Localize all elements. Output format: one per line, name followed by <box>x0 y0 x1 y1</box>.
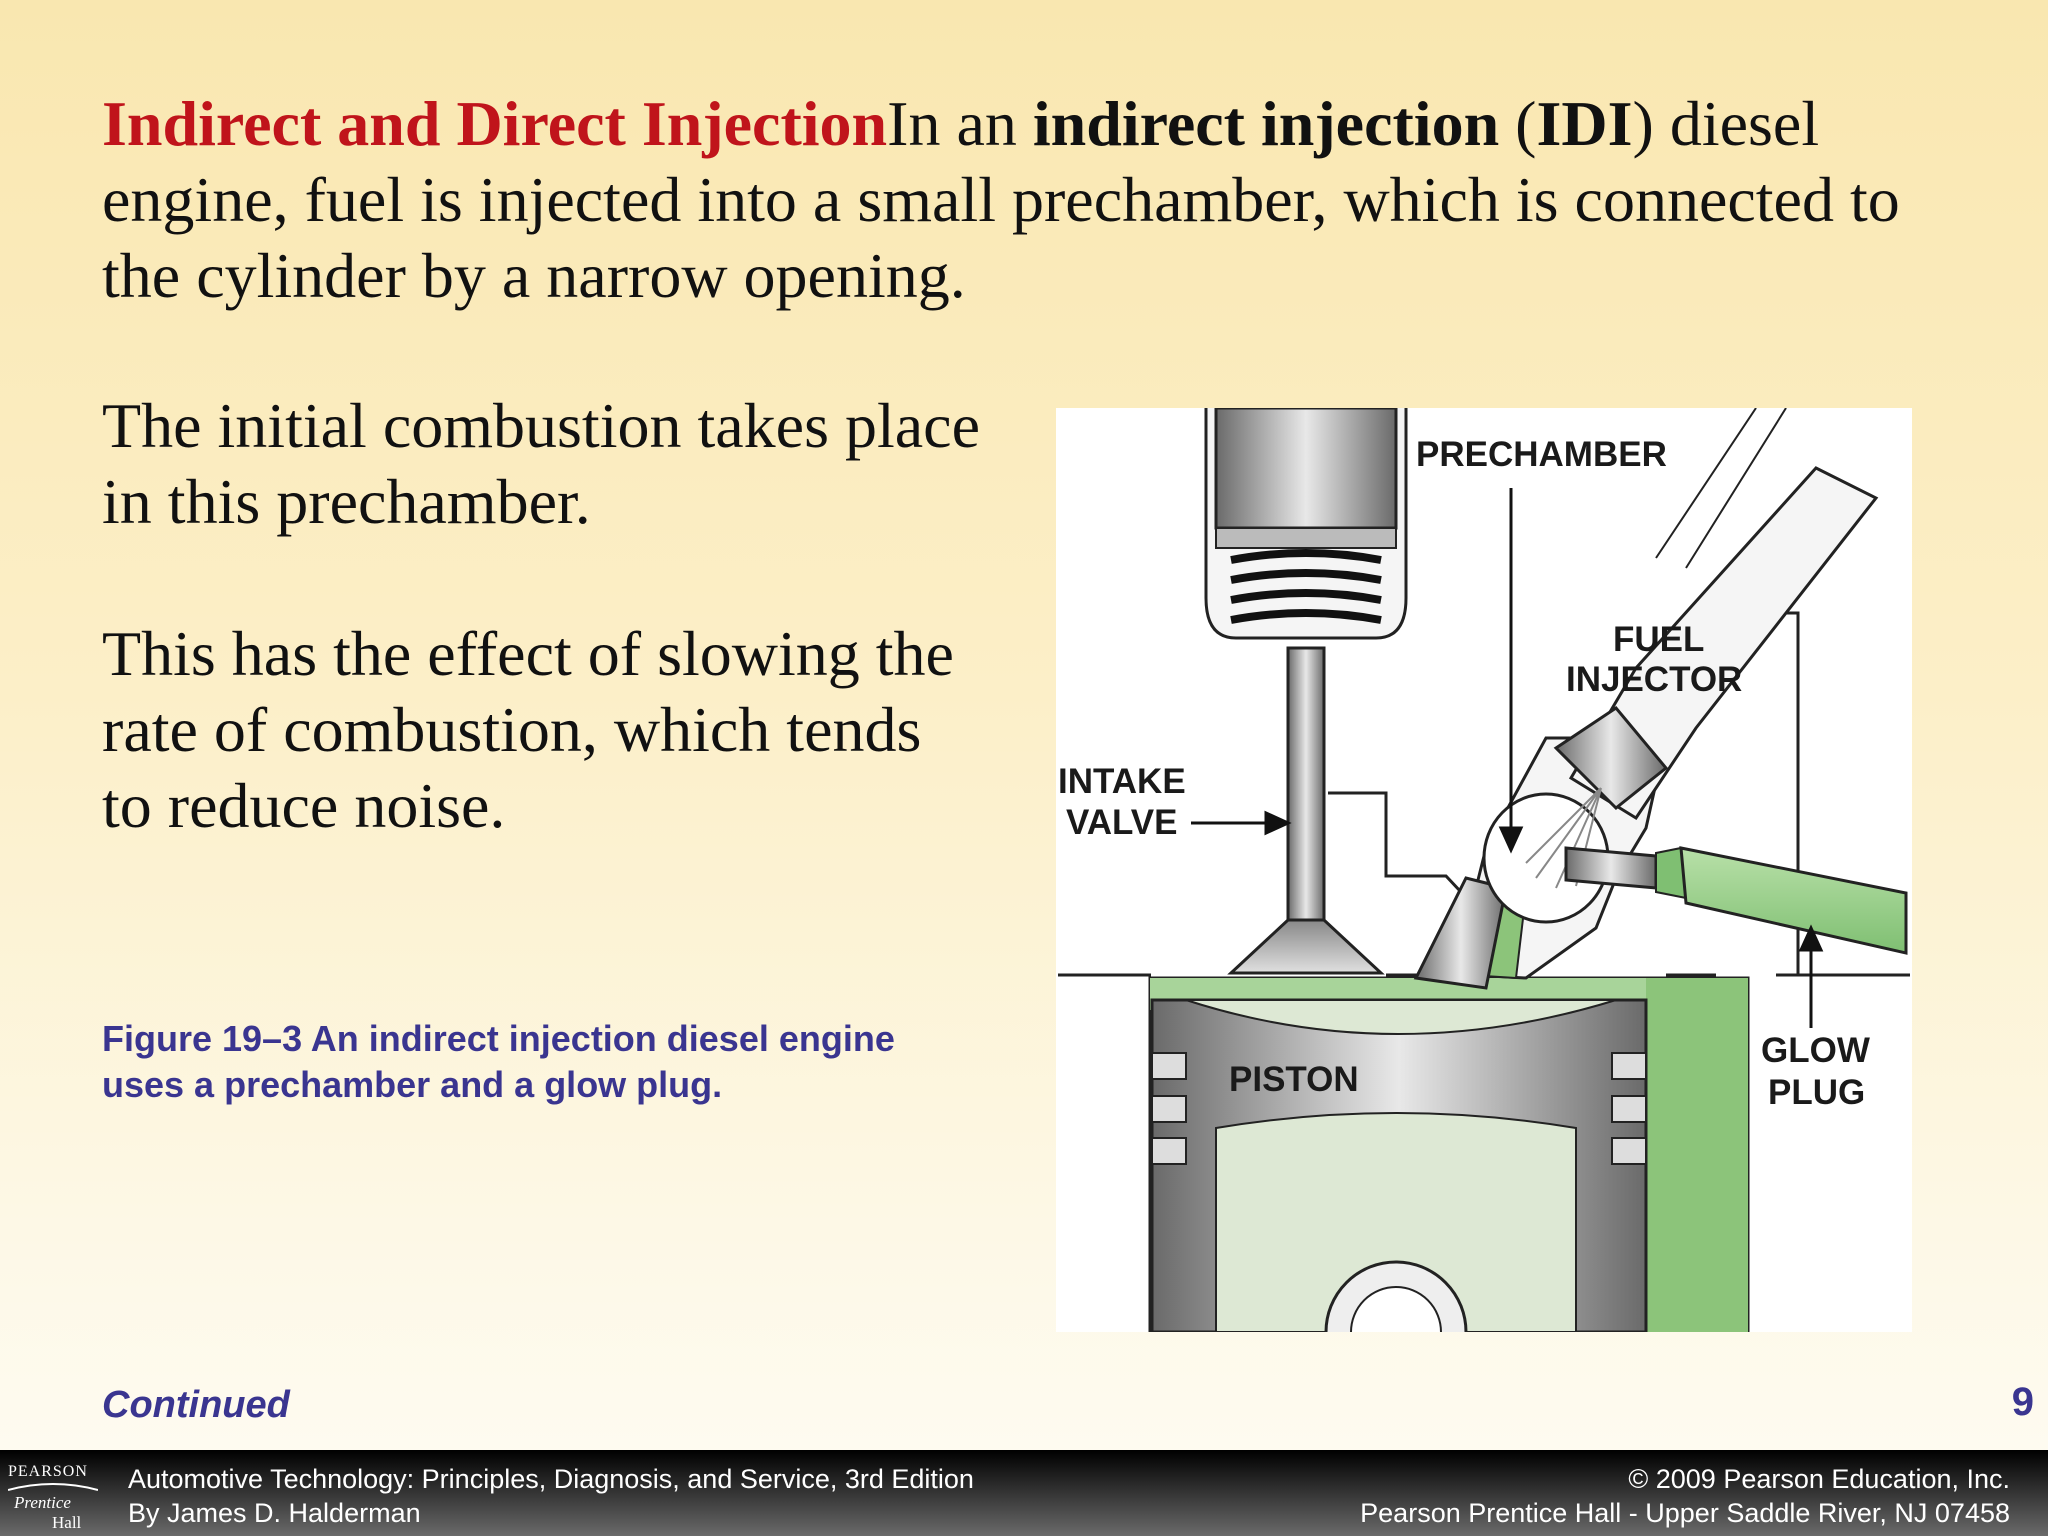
pearson-prentice-hall-logo: PEARSON Prentice Hall <box>8 1463 98 1532</box>
term-idi: IDI <box>1536 88 1633 159</box>
svg-text:Prentice: Prentice <box>13 1493 71 1512</box>
book-title: Automotive Technology: Principles, Diagn… <box>128 1464 974 1494</box>
svg-text:PEARSON: PEARSON <box>8 1463 88 1480</box>
continued-label: Continued <box>102 1384 290 1426</box>
label-valve: VALVE <box>1066 803 1178 842</box>
paragraph-slowing-combustion: This has the effect of slowing the rate … <box>102 618 954 841</box>
author: By James D. Halderman <box>128 1498 421 1528</box>
label-glow: GLOW <box>1761 1031 1870 1070</box>
term-indirect-injection: indirect injection <box>1032 88 1500 159</box>
label-intake: INTAKE <box>1058 762 1186 801</box>
copyright: © 2009 Pearson Education, Inc. <box>1628 1464 2010 1494</box>
footer-left: Automotive Technology: Principles, Diagn… <box>128 1462 974 1530</box>
page-number: 9 <box>2011 1380 2034 1424</box>
publisher: Pearson Prentice Hall - Upper Saddle Riv… <box>1360 1498 2010 1528</box>
paragraph-initial-combustion: The initial combustion takes place in th… <box>102 390 980 537</box>
label-prechamber: PRECHAMBER <box>1416 435 1667 474</box>
label-injector: INJECTOR <box>1566 660 1742 699</box>
svg-text:Hall: Hall <box>52 1513 82 1532</box>
slide-heading: Indirect and Direct InjectionIn an indir… <box>102 88 1900 311</box>
footer-bar: PEARSON Prentice Hall Automotive Technol… <box>0 1450 2048 1536</box>
engine-diagram: PRECHAMBER FUEL INJECTOR INTAKE VALVE PI… <box>1056 408 1912 1332</box>
slide-title: Indirect and Direct Injection <box>102 88 888 159</box>
figure-caption: Figure 19–3 An indirect injection diesel… <box>102 1018 895 1105</box>
label-piston: PISTON <box>1229 1060 1359 1099</box>
label-fuel: FUEL <box>1613 620 1704 659</box>
label-plug: PLUG <box>1768 1073 1865 1112</box>
footer-right: © 2009 Pearson Education, Inc. Pearson P… <box>1360 1462 2010 1530</box>
